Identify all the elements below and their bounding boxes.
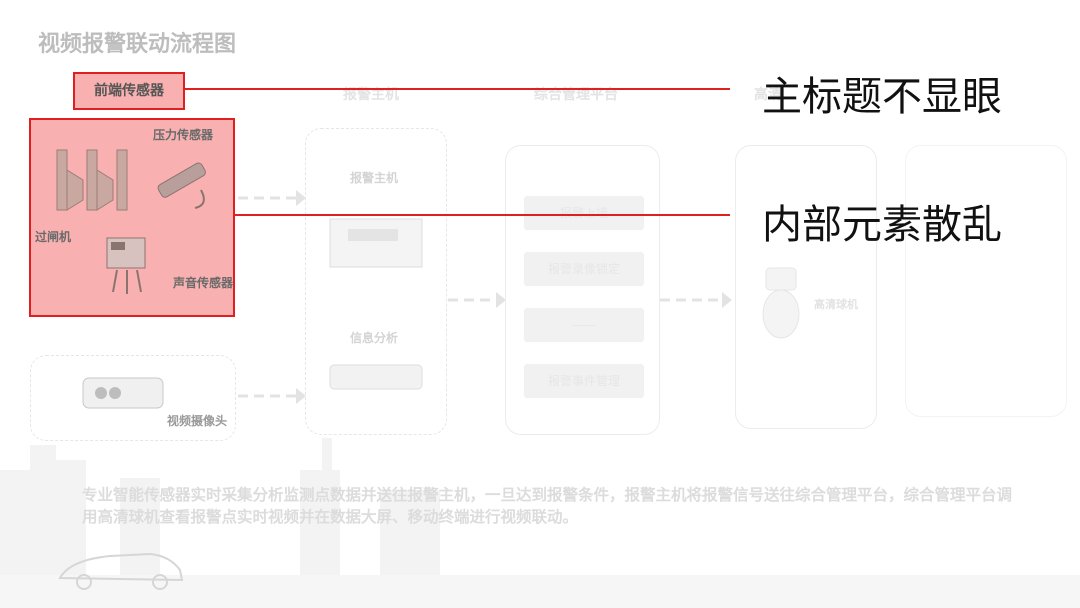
fifth-panel-partial [905,145,1067,417]
alarm-host-label: 报警主机 [350,171,399,185]
column-heading-platform: 综合管理平台 [534,87,618,103]
camera-label: 视频摄像头 [167,414,228,428]
dome-camera-panel: 高清球机 [735,145,877,429]
platform-step-1: 报警上墙 [524,196,644,230]
camera-icon [82,377,164,409]
frontend-sensor-panel: 过闸机 压力传感器 声音传感器 [29,118,235,317]
gate-label: 过闸机 [35,230,72,244]
platform-step-2: 报警录像锁定 [524,252,644,286]
platform-panel: 报警上墙 报警录像锁定 —— 报警事件管理 [505,145,660,435]
callout-title-not-prominent: 主标题不显眼 [762,74,1002,120]
info-analysis-label: 信息分析 [350,331,399,345]
platform-step-3: —— [524,308,644,342]
flow-description: 专业智能传感器实时采集分析监测点数据并送往报警主机，一旦达到报警条件，报警主机将… [82,486,1013,526]
platform-step-4: 报警事件管理 [524,364,644,398]
analysis-device-icon [329,364,423,390]
pressure-sensor-label: 压力传感器 [153,128,214,142]
alarm-host-panel: 报警主机 信息分析 [305,128,447,435]
pressure-sensor-icon [157,162,206,209]
dome-camera-label: 高清球机 [814,298,858,311]
alarm-host-device-icon [329,218,423,268]
callout-elements-scattered: 内部元素散乱 [762,202,1002,248]
sound-sensor-label: 声音传感器 [173,276,234,290]
frontend-heading: 前端传感器 [94,83,164,99]
camera-panel: 视频摄像头 [30,355,236,441]
slide-title: 视频报警联动流程图 [38,32,237,57]
sound-sensor-icon [106,237,146,294]
column-heading-alarm-host: 报警主机 [343,87,399,103]
car-silhouette-icon [58,552,184,590]
frontend-heading-box: 前端传感器 [73,72,185,110]
column-heading-col4: 高清 [754,87,782,103]
dome-camera-icon [762,267,800,339]
gate-machine-icon [56,149,128,211]
